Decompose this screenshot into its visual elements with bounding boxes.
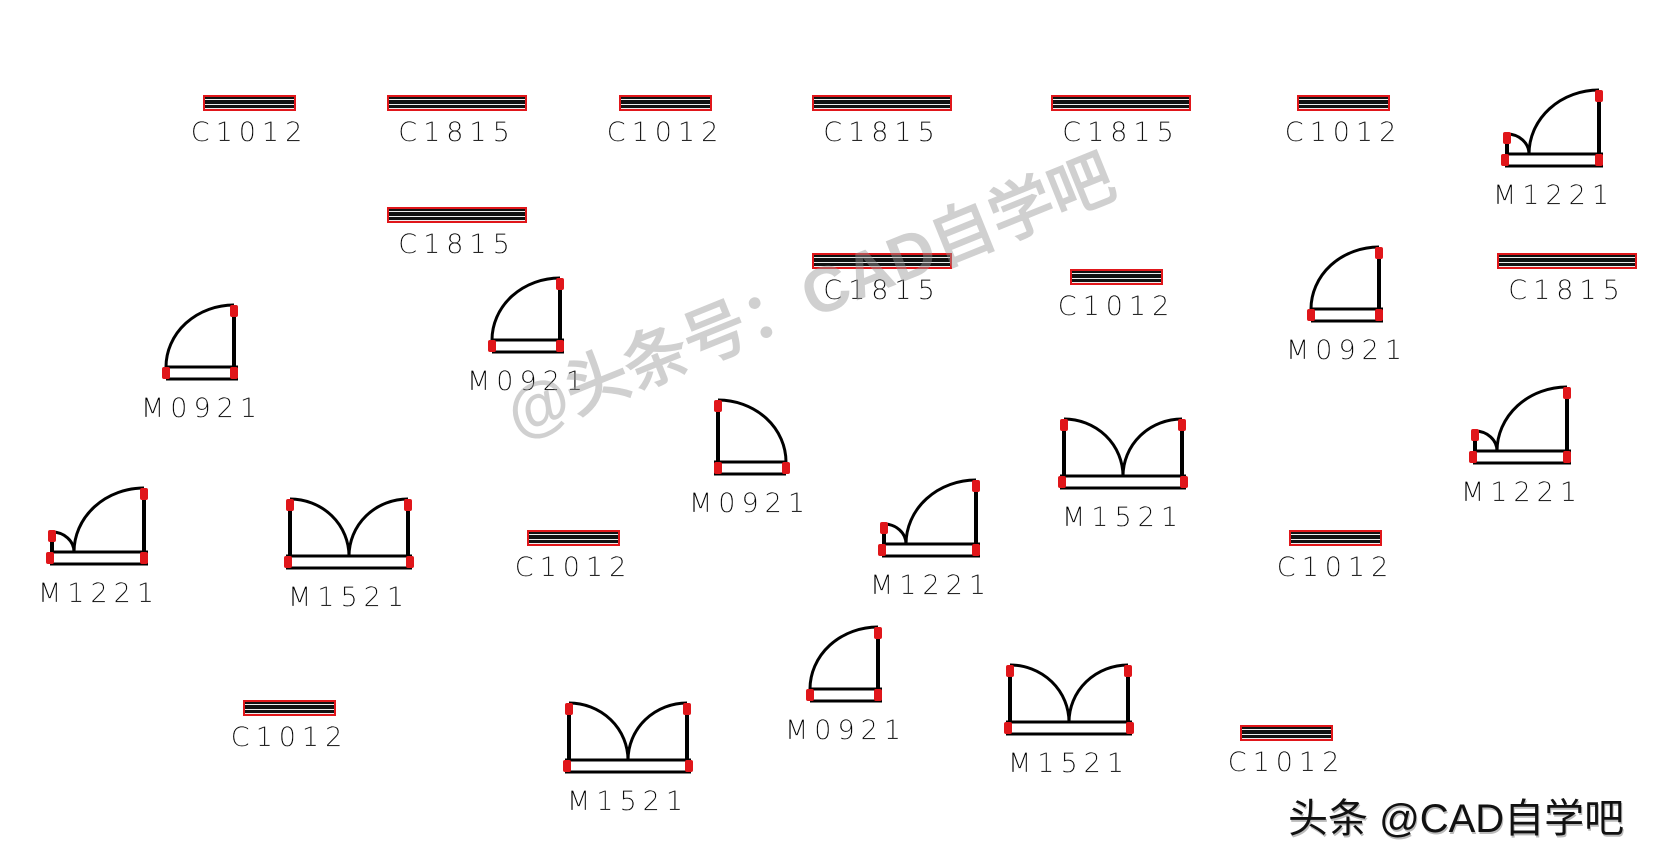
door-label: M1521	[1007, 748, 1131, 779]
door-symbol-m1521	[563, 701, 693, 774]
door-symbol-m1521	[1058, 417, 1188, 490]
window-label: C1815	[1062, 117, 1180, 148]
window-symbol-c1012	[1070, 269, 1163, 285]
window-label: C1815	[398, 117, 516, 148]
window-symbol-c1012	[1297, 95, 1390, 111]
door-symbol-m1221	[1469, 385, 1571, 465]
door-label: M0921	[688, 488, 812, 519]
window-symbol-c1815	[812, 95, 952, 111]
window-label: C1012	[1057, 291, 1176, 322]
window-symbol-c1815	[387, 207, 527, 223]
door-symbol-m0921	[714, 398, 790, 476]
door-symbol-m0921	[488, 276, 564, 354]
window-label: C1012	[1276, 552, 1395, 583]
window-label: C1012	[190, 117, 309, 148]
window-symbol-c1012	[619, 95, 712, 111]
door-symbol-m1221	[46, 486, 148, 566]
door-symbol-m1221	[1501, 88, 1603, 168]
window-label: C1012	[1227, 747, 1346, 778]
window-label: C1815	[823, 117, 941, 148]
window-symbol-c1815	[1051, 95, 1191, 111]
door-symbol-m0921	[806, 625, 882, 703]
door-label: M1521	[566, 786, 690, 817]
window-label: C1012	[230, 722, 349, 753]
footer-watermark: 头条 @CAD自学吧	[1288, 797, 1625, 841]
door-symbol-m1521	[284, 497, 414, 570]
window-symbol-c1815	[387, 95, 527, 111]
door-label: M0921	[1285, 335, 1409, 366]
window-symbol-c1815	[1497, 253, 1637, 269]
door-label: M1221	[1492, 180, 1616, 211]
door-symbol-m1521	[1004, 663, 1134, 736]
window-label: C1012	[514, 552, 633, 583]
window-label: C1012	[606, 117, 725, 148]
door-label: M0921	[140, 393, 264, 424]
door-label: M0921	[784, 715, 908, 746]
window-label: C1012	[1284, 117, 1403, 148]
window-symbol-c1012	[1240, 725, 1333, 741]
window-label: C1815	[398, 229, 516, 260]
window-symbol-c1012	[203, 95, 296, 111]
window-label: C1815	[1508, 275, 1626, 306]
door-symbol-m0921	[162, 303, 238, 381]
door-label: M1221	[37, 578, 161, 609]
door-label: M1221	[869, 570, 993, 601]
door-label: M1221	[1460, 477, 1584, 508]
window-label: C1815	[823, 275, 941, 306]
door-label: M1521	[287, 582, 411, 613]
door-symbol-m0921	[1307, 245, 1383, 323]
door-symbol-m1221	[878, 478, 980, 558]
window-symbol-c1012	[1289, 530, 1382, 546]
door-label: M1521	[1061, 502, 1185, 533]
window-symbol-c1012	[527, 530, 620, 546]
window-symbol-c1815	[812, 253, 952, 269]
window-symbol-c1012	[243, 700, 336, 716]
door-label: M0921	[466, 366, 590, 397]
